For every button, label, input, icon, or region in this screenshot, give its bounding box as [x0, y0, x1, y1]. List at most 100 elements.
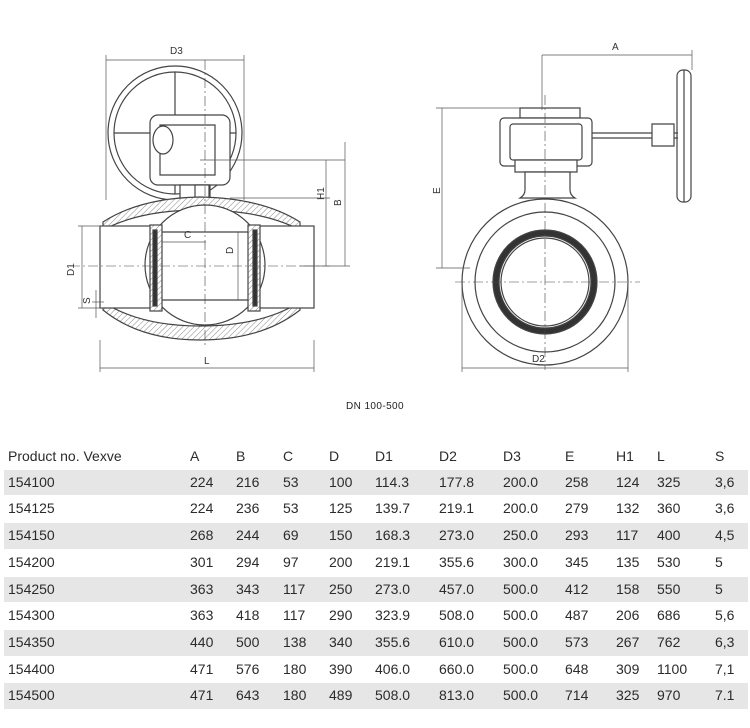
table-cell: 7.1 — [711, 682, 748, 711]
header-e: E — [565, 448, 575, 464]
table-cell: 250.0 — [499, 522, 561, 550]
table-cell: 345 — [561, 549, 612, 577]
label-E: E — [432, 187, 443, 194]
table-cell: 200.0 — [499, 469, 561, 497]
table-cell: 500 — [232, 629, 279, 657]
side-section-view — [70, 60, 330, 345]
table-cell: 154350 — [4, 629, 186, 657]
table-cell: 267 — [612, 629, 653, 657]
label-H1: H1 — [316, 187, 327, 200]
table-cell: 418 — [232, 602, 279, 630]
table-cell: 363 — [186, 602, 232, 630]
table-cell: 813.0 — [435, 682, 499, 711]
table-cell: 224 — [186, 495, 232, 524]
label-D: D — [225, 247, 236, 254]
table-cell: 117 — [612, 522, 653, 550]
table-cell: 762 — [653, 629, 711, 657]
table-cell: 648 — [561, 656, 612, 684]
table-cell: 117 — [279, 576, 325, 604]
label-S: S — [82, 297, 93, 304]
table-cell: 139.7 — [371, 495, 435, 524]
table-cell: 360 — [653, 495, 711, 524]
valve-technical-drawing: D3 H1 B C D D1 S L — [66, 42, 693, 372]
table-cell: 244 — [232, 522, 279, 550]
table-cell: 154300 — [4, 602, 186, 630]
drawing-title: DN 100-500 — [346, 401, 404, 412]
table-cell: 573 — [561, 629, 612, 657]
label-L: L — [204, 356, 210, 367]
header-a: A — [190, 448, 200, 464]
table-cell: 200 — [325, 549, 371, 577]
header-d2: D2 — [439, 448, 457, 464]
table-cell: 325 — [612, 682, 653, 711]
table-cell: 6,3 — [711, 629, 748, 657]
table-cell: 487 — [561, 602, 612, 630]
table-cell: 3,6 — [711, 495, 748, 524]
table-cell: 150 — [325, 522, 371, 550]
header-d: D — [329, 448, 340, 464]
table-cell: 279 — [561, 495, 612, 524]
table-cell: 643 — [232, 682, 279, 711]
table-cell: 168.3 — [371, 522, 435, 550]
label-C: C — [184, 230, 191, 241]
header-l: L — [657, 448, 665, 464]
table-cell: 660.0 — [435, 656, 499, 684]
table-cell: 576 — [232, 656, 279, 684]
table-cell: 219.1 — [371, 549, 435, 577]
table-cell: 200.0 — [499, 495, 561, 524]
table-cell: 180 — [279, 682, 325, 711]
table-cell: 471 — [186, 682, 232, 711]
table-cell: 355.6 — [435, 549, 499, 577]
header-d3: D3 — [503, 448, 521, 464]
table-cell: 97 — [279, 549, 325, 577]
table-cell: 154125 — [4, 495, 186, 524]
label-B: B — [333, 199, 344, 206]
table-cell: 489 — [325, 682, 371, 711]
table-cell: 355.6 — [371, 629, 435, 657]
table-cell: 69 — [279, 522, 325, 550]
table-cell: 258 — [561, 469, 612, 497]
table-cell: 290 — [325, 602, 371, 630]
table-cell: 412 — [561, 576, 612, 604]
table-cell: 1100 — [653, 656, 711, 684]
table-cell: 100 — [325, 469, 371, 497]
table-cell: 154150 — [4, 522, 186, 550]
header-d1: D1 — [375, 448, 393, 464]
table-cell: 206 — [612, 602, 653, 630]
dimensions-table: Product no. Vexve A B C D D1 D2 D3 E H1 … — [4, 444, 748, 711]
table-cell: 4,5 — [711, 522, 748, 550]
table-cell: 125 — [325, 495, 371, 524]
table-cell: 340 — [325, 629, 371, 657]
table-cell: 132 — [612, 495, 653, 524]
label-D2: D2 — [532, 354, 545, 365]
table-cell: 5 — [711, 576, 748, 604]
table-header-row: Product no. Vexve A B C D D1 D2 D3 E H1 … — [4, 444, 748, 470]
table-cell: 273.0 — [435, 522, 499, 550]
front-view-dimensions — [436, 50, 693, 372]
table-cell: 117 — [279, 602, 325, 630]
table-cell: 323.9 — [371, 602, 435, 630]
label-D3: D3 — [170, 46, 183, 57]
table-cell: 177.8 — [435, 469, 499, 497]
front-view — [455, 69, 692, 370]
table-cell: 500.0 — [499, 576, 561, 604]
table-cell: 154400 — [4, 656, 186, 684]
table-cell: 294 — [232, 549, 279, 577]
table-cell: 714 — [561, 682, 612, 711]
table-cell: 158 — [612, 576, 653, 604]
table-cell: 154250 — [4, 576, 186, 604]
table-cell: 293 — [561, 522, 612, 550]
table-cell: 325 — [653, 469, 711, 497]
table-cell: 154500 — [4, 682, 186, 711]
table-cell: 440 — [186, 629, 232, 657]
table-cell: 219.1 — [435, 495, 499, 524]
table-cell: 216 — [232, 469, 279, 497]
table-cell: 686 — [653, 602, 711, 630]
